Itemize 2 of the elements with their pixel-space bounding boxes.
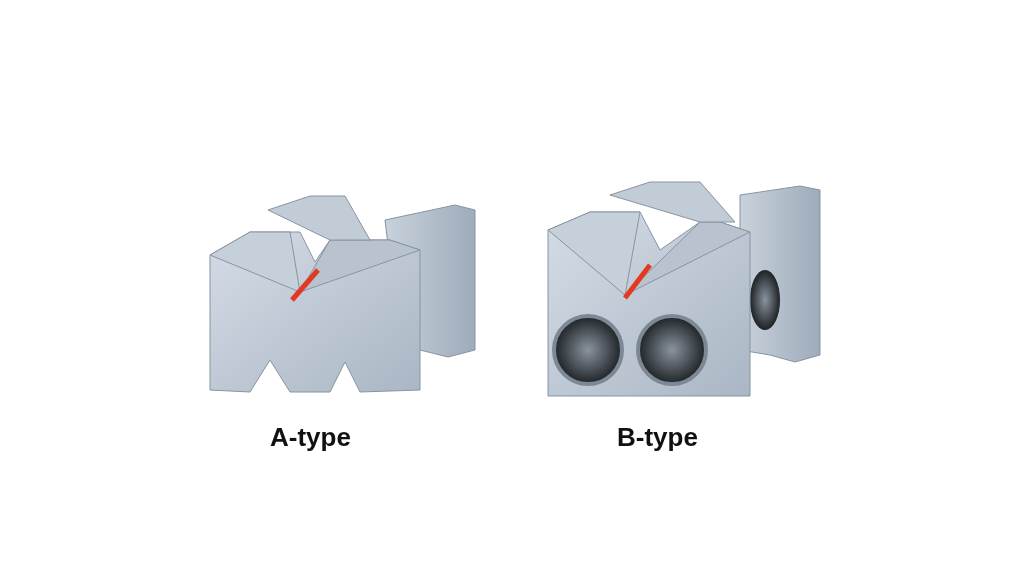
type-caption: B-type: [617, 422, 698, 453]
type-caption: A-type: [270, 422, 351, 453]
